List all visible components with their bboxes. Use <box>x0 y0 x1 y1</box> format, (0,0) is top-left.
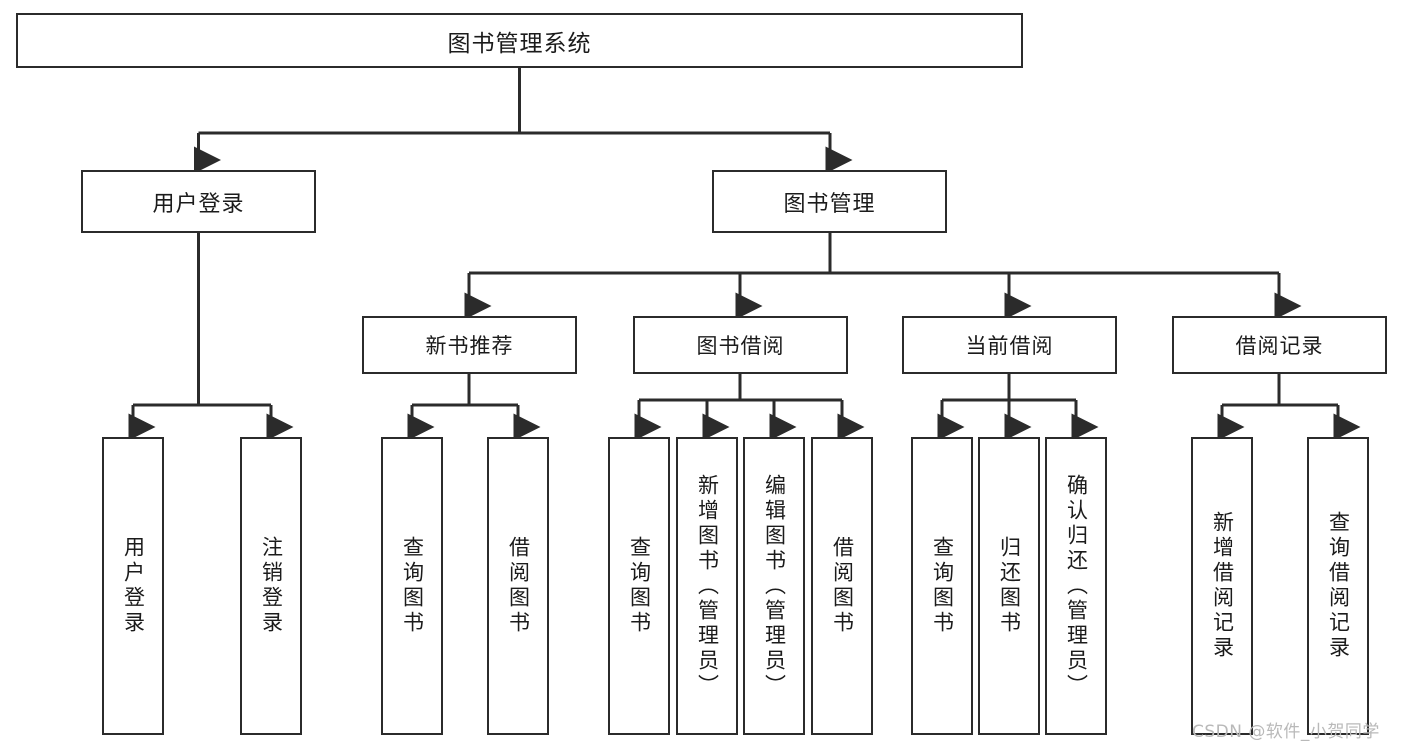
leaf-add-book[interactable]: 新增图书（管理员） <box>676 437 738 735</box>
leaf-return-book[interactable]: 归还图书 <box>978 437 1040 735</box>
node-current-borrow-label: 当前借阅 <box>965 334 1054 358</box>
leaf-return-book-label: 归还图书 <box>997 536 1022 636</box>
leaf-add-record-label: 新增借阅记录 <box>1210 511 1235 661</box>
leaf-borrow-book-2-label: 借阅图书 <box>830 536 855 636</box>
node-book-borrow-label: 图书借阅 <box>696 334 785 358</box>
leaf-edit-book-label: 编辑图书（管理员） <box>762 473 787 699</box>
leaf-confirm-return-label: 确认归还（管理员） <box>1064 473 1089 699</box>
leaf-confirm-return[interactable]: 确认归还（管理员） <box>1045 437 1107 735</box>
leaf-query-book-2-label: 查询图书 <box>627 536 652 636</box>
node-root[interactable]: 图书管理系统 <box>16 13 1023 68</box>
leaf-query-record[interactable]: 查询借阅记录 <box>1307 437 1369 735</box>
leaf-add-book-label: 新增图书（管理员） <box>695 473 720 699</box>
leaf-query-book-2[interactable]: 查询图书 <box>608 437 670 735</box>
node-current-borrow[interactable]: 当前借阅 <box>902 316 1117 374</box>
leaf-borrow-book-1[interactable]: 借阅图书 <box>487 437 549 735</box>
leaf-user-login-label: 用户登录 <box>121 536 146 636</box>
leaf-query-book-3-label: 查询图书 <box>930 536 955 636</box>
node-root-label: 图书管理系统 <box>447 30 592 57</box>
csdn-watermark: CSDN @软件_小贺同学 <box>1192 722 1380 742</box>
leaf-query-book-1-label: 查询图书 <box>400 536 425 636</box>
node-book-borrow[interactable]: 图书借阅 <box>633 316 848 374</box>
leaf-add-record[interactable]: 新增借阅记录 <box>1191 437 1253 735</box>
node-user-login[interactable]: 用户登录 <box>81 170 316 233</box>
node-book-manage[interactable]: 图书管理 <box>712 170 947 233</box>
leaf-query-record-label: 查询借阅记录 <box>1326 511 1351 661</box>
leaf-edit-book[interactable]: 编辑图书（管理员） <box>743 437 805 735</box>
leaf-query-book-3[interactable]: 查询图书 <box>911 437 973 735</box>
node-new-book-recommend[interactable]: 新书推荐 <box>362 316 577 374</box>
leaf-user-login[interactable]: 用户登录 <box>102 437 164 735</box>
leaf-borrow-book-1-label: 借阅图书 <box>506 536 531 636</box>
node-borrow-record[interactable]: 借阅记录 <box>1172 316 1387 374</box>
node-borrow-record-label: 借阅记录 <box>1235 334 1324 358</box>
leaf-borrow-book-2[interactable]: 借阅图书 <box>811 437 873 735</box>
leaf-query-book-1[interactable]: 查询图书 <box>381 437 443 735</box>
leaf-user-logout[interactable]: 注销登录 <box>240 437 302 735</box>
node-new-book-recommend-label: 新书推荐 <box>425 334 514 358</box>
node-user-login-label: 用户登录 <box>152 191 245 217</box>
leaf-user-logout-label: 注销登录 <box>259 536 284 636</box>
node-book-manage-label: 图书管理 <box>783 191 876 217</box>
